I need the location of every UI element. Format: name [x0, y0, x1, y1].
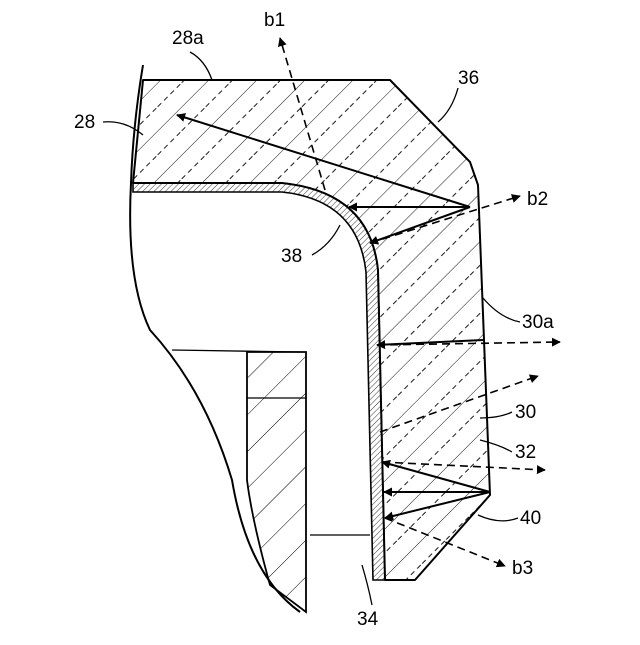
- leader-40: [478, 515, 518, 521]
- label-30a: 30a: [522, 312, 554, 333]
- label-40: 40: [520, 508, 541, 529]
- label-30: 30: [515, 402, 536, 423]
- label-34: 34: [357, 609, 379, 630]
- leader-28a: [190, 52, 212, 80]
- leader-34: [362, 565, 372, 605]
- label-36: 36: [458, 68, 479, 89]
- label-28: 28: [74, 112, 95, 133]
- label-b1: b1: [264, 10, 285, 31]
- label-b3: b3: [512, 558, 533, 579]
- label-28a: 28a: [172, 28, 204, 49]
- leader-38: [312, 225, 340, 255]
- leader-30a: [483, 298, 520, 322]
- leader-36: [438, 88, 458, 122]
- label-38: 38: [281, 246, 302, 267]
- lower-block: [247, 352, 306, 612]
- label-32: 32: [515, 442, 536, 463]
- label-b2: b2: [527, 189, 548, 210]
